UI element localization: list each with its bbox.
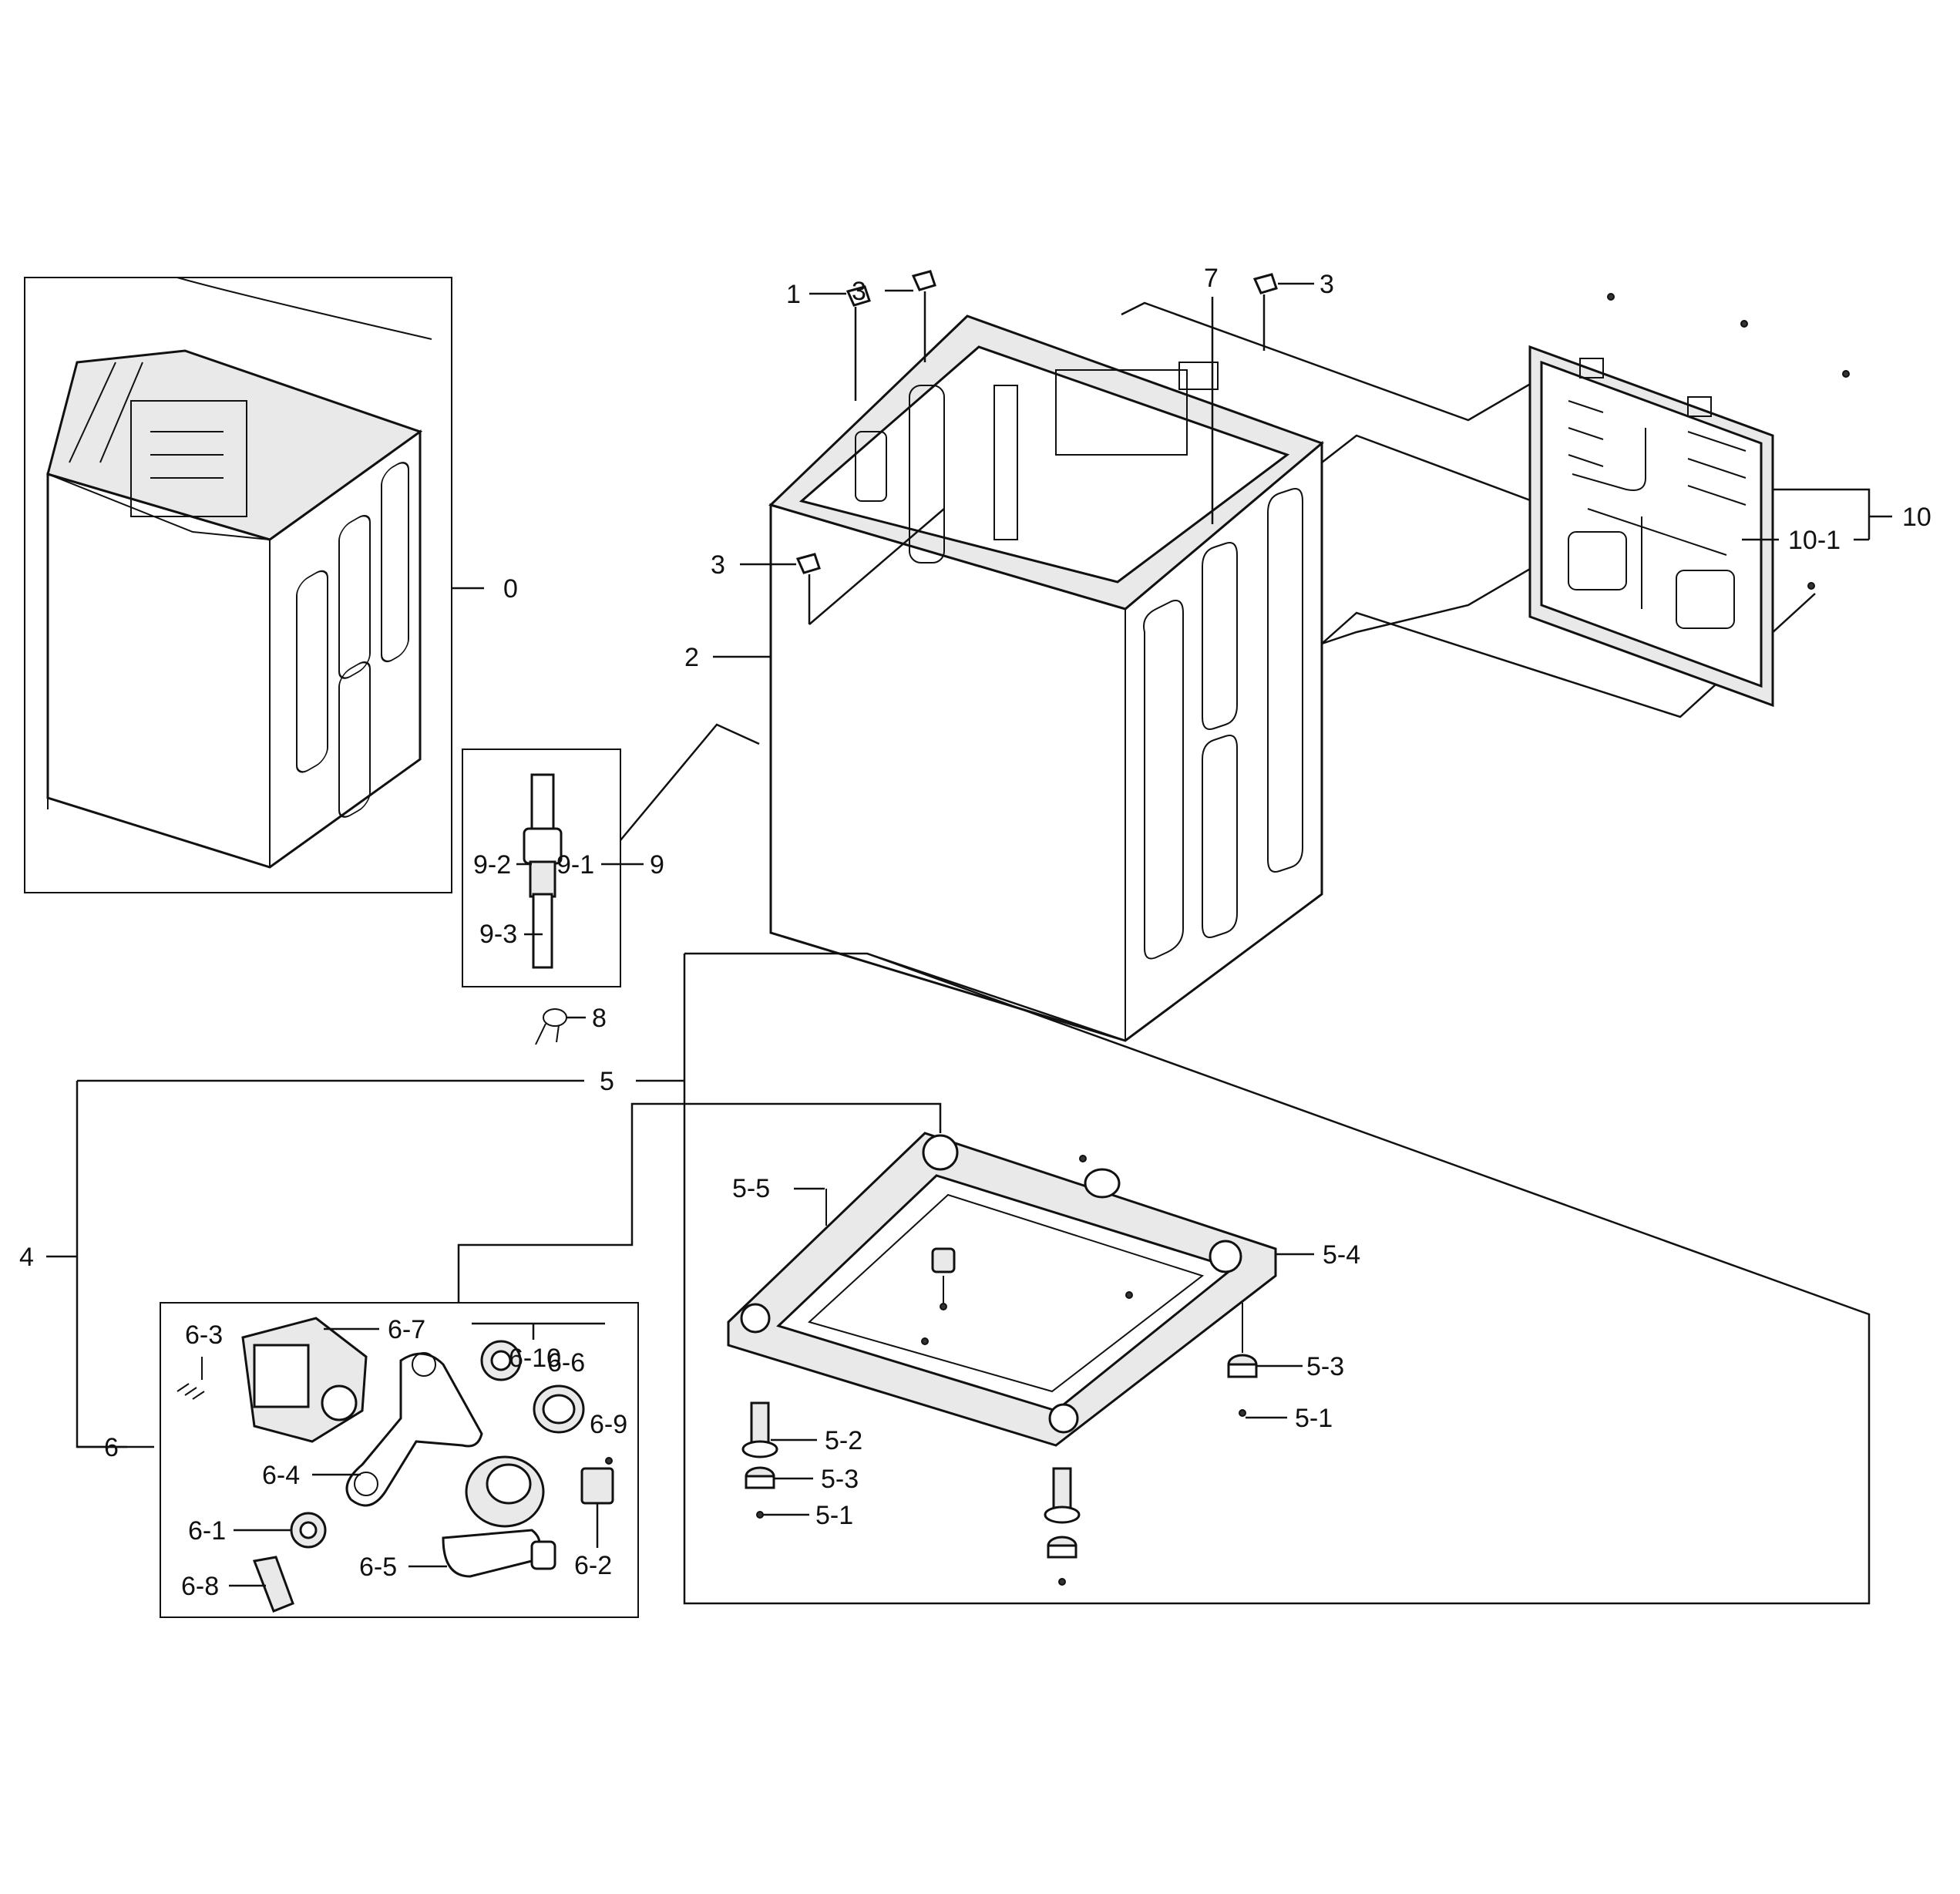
label-3-left: 3 [711, 550, 725, 580]
back-panel-10 [1528, 293, 1850, 708]
label-4: 4 [19, 1243, 34, 1272]
label-5-5: 5-5 [732, 1174, 770, 1203]
label-9-2: 9-2 [473, 850, 511, 880]
label-8: 8 [592, 1004, 607, 1033]
foot-left [741, 1401, 778, 1519]
label-0: 0 [503, 574, 518, 604]
label-7: 7 [1204, 264, 1219, 293]
assembly-0-box [24, 277, 452, 893]
label-1: 1 [786, 280, 801, 309]
label-6-4: 6-4 [262, 1461, 300, 1490]
label-6-10: 6-10 [509, 1344, 561, 1373]
label-5-3-right: 5-3 [1306, 1352, 1344, 1381]
label-6-3: 6-3 [185, 1320, 223, 1350]
label-5-2: 5-2 [825, 1426, 862, 1455]
label-6-8: 6-8 [181, 1572, 219, 1601]
label-5-1-right: 5-1 [1295, 1404, 1333, 1433]
label-6-6: 6-6 [547, 1348, 585, 1378]
label-6: 6 [104, 1433, 119, 1462]
label-6-7: 6-7 [388, 1315, 425, 1344]
label-6-5: 6-5 [359, 1553, 397, 1582]
cabinet-2 [768, 315, 1324, 1042]
label-3-top: 3 [852, 277, 866, 306]
label-2: 2 [684, 643, 699, 672]
label-5-4: 5-4 [1323, 1240, 1360, 1270]
label-9: 9 [650, 850, 664, 880]
label-6-9: 6-9 [590, 1410, 627, 1439]
foot-right [1227, 1303, 1258, 1417]
label-5: 5 [600, 1067, 614, 1096]
base-frame-5-4 [727, 1132, 1277, 1447]
clip-3-left [795, 508, 945, 625]
label-9-1: 9-1 [556, 850, 594, 880]
label-10-1: 10-1 [1788, 526, 1841, 555]
label-3-right: 3 [1320, 270, 1334, 299]
label-9-3: 9-3 [479, 920, 517, 949]
hose-box-9 [462, 749, 621, 987]
label-6-2: 6-2 [574, 1551, 612, 1580]
clip-3-top [911, 270, 936, 362]
label-5-1-left: 5-1 [815, 1501, 853, 1530]
label-5-3-left: 5-3 [821, 1465, 859, 1494]
clip-3-right [1252, 273, 1278, 351]
label-6-1: 6-1 [188, 1516, 226, 1546]
pump-box-6 [160, 1302, 639, 1618]
foot-front [1044, 1467, 1081, 1586]
clamp-8 [535, 1008, 567, 1045]
clip-1 [846, 285, 871, 401]
label-10: 10 [1902, 503, 1931, 532]
